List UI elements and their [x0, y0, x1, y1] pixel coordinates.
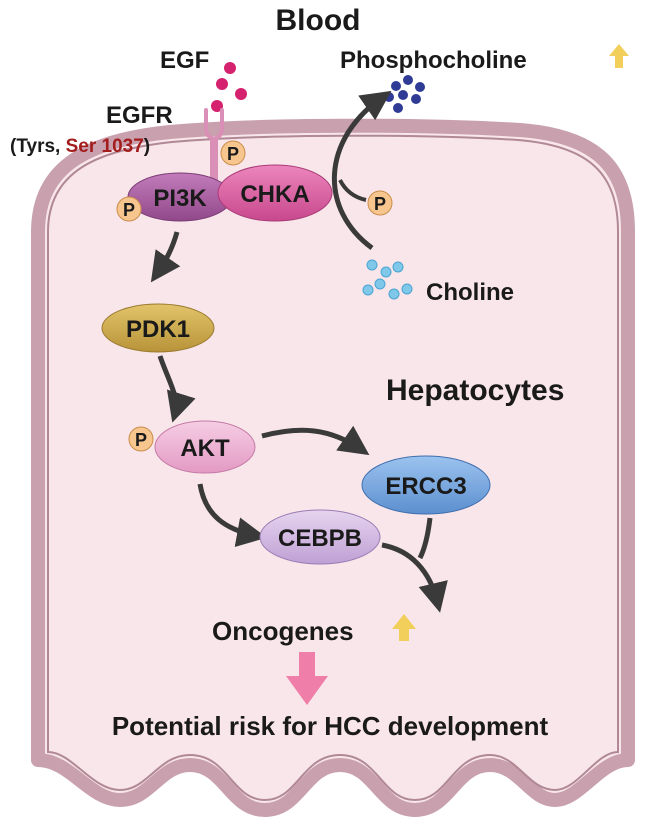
phosphocholine-up-arrow: [609, 44, 629, 68]
chka-label: CHKA: [240, 181, 309, 208]
phospho-badge-pi3k: P: [117, 197, 141, 221]
svg-text:P: P: [123, 200, 135, 220]
choline-label: Choline: [426, 279, 514, 306]
pdk1-label: PDK1: [126, 316, 190, 343]
phospho-badge-egfr: P: [221, 141, 245, 165]
svg-text:P: P: [374, 194, 386, 214]
residues-close: ): [144, 136, 150, 157]
cebpb-label: CEBPB: [278, 525, 362, 552]
svg-text:P: P: [135, 430, 147, 450]
phosphocholine-dots: [384, 75, 425, 113]
blood-label: Blood: [276, 4, 361, 37]
phospho-badge-choline: P: [368, 191, 392, 215]
phospho-badge-akt: P: [129, 427, 153, 451]
cell-membrane: [38, 126, 628, 810]
outcome-label: Potential risk for HCC development: [112, 711, 549, 741]
egfr-residues: (Tyrs, Ser 1037): [10, 136, 150, 157]
svg-text:P: P: [227, 144, 239, 164]
residues-open: (Tyrs,: [10, 136, 66, 157]
residues-site: Ser 1037: [66, 136, 144, 157]
egf-ligand-dots: [211, 62, 247, 112]
ercc3-label: ERCC3: [385, 473, 466, 500]
phosphocholine-label: Phosphocholine: [340, 47, 527, 74]
akt-label: AKT: [180, 435, 230, 462]
egf-label: EGF: [160, 47, 209, 74]
oncogenes-label: Oncogenes: [212, 616, 354, 646]
egfr-label: EGFR: [106, 102, 173, 129]
hepatocytes-label: Hepatocytes: [386, 374, 564, 407]
pi3k-label: PI3K: [153, 185, 207, 212]
